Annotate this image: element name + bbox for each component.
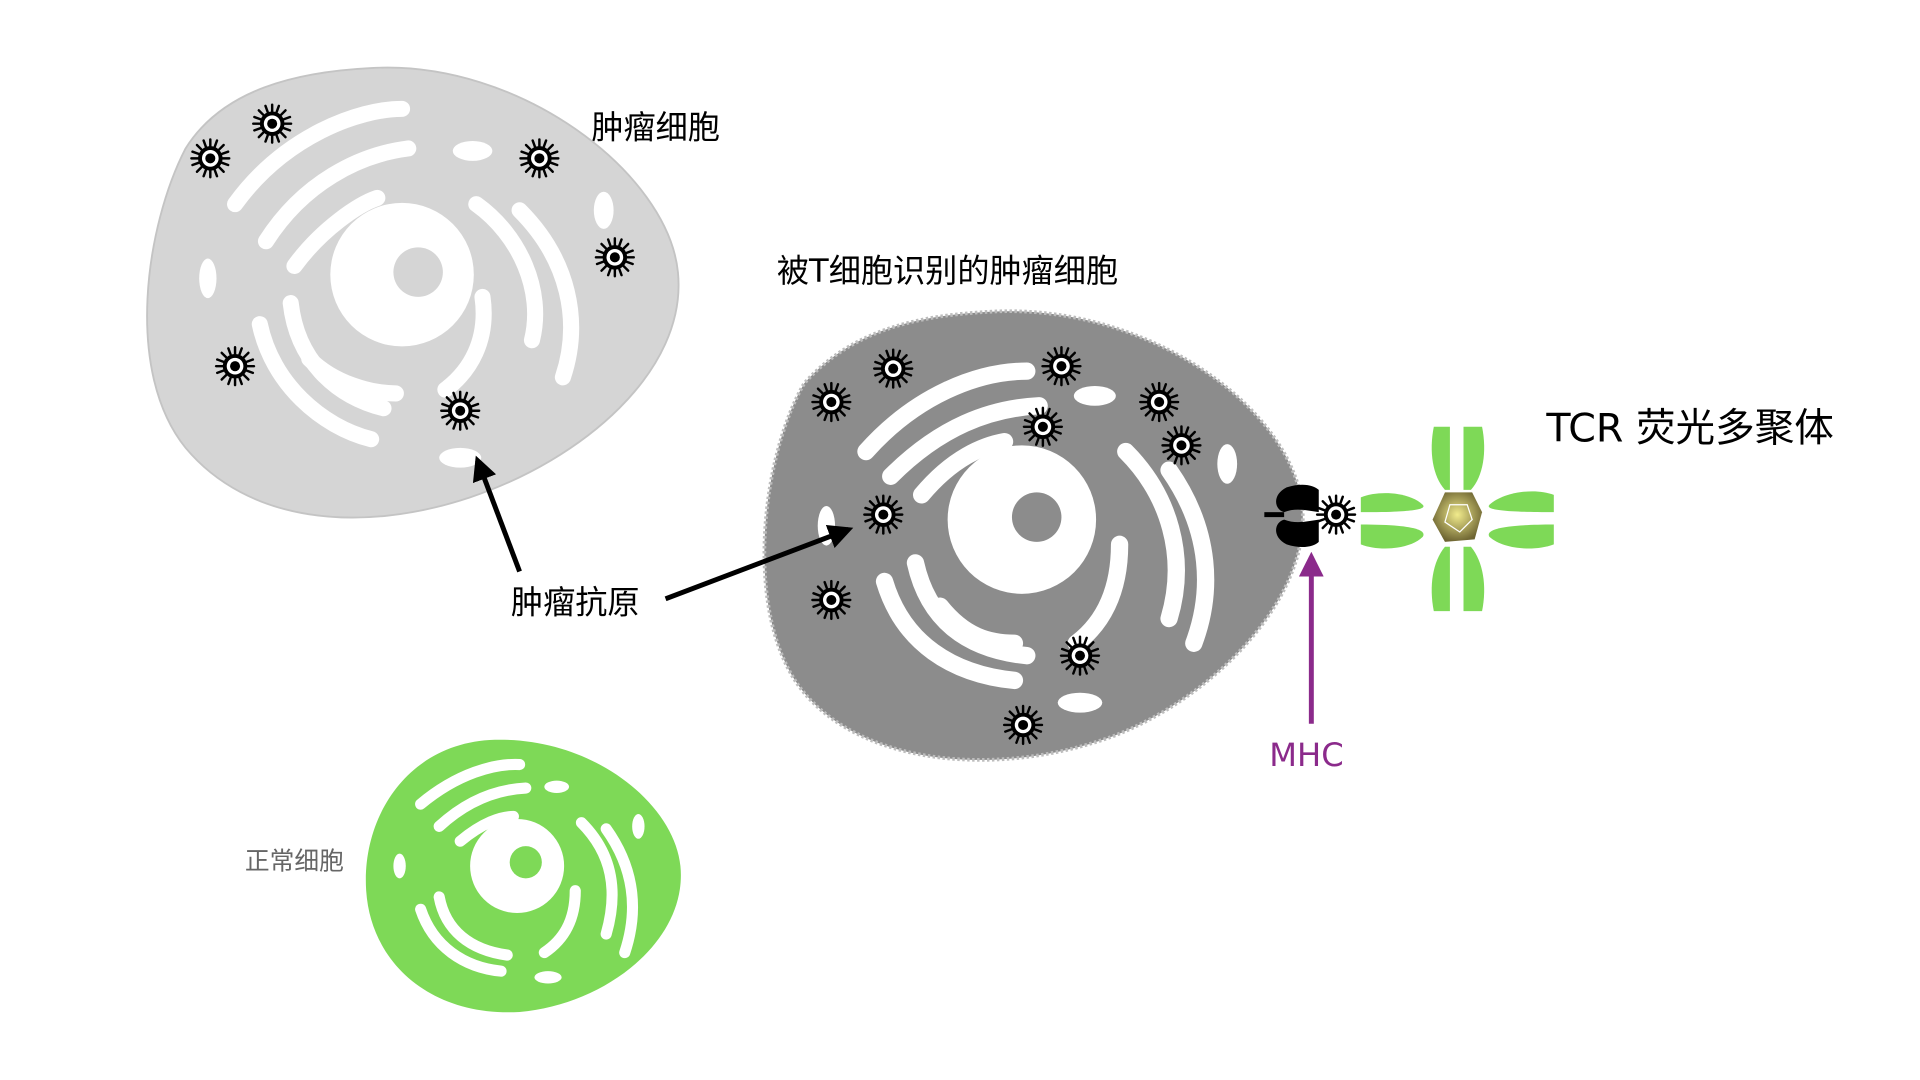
antigen-icon (1002, 704, 1044, 746)
normal-cell-organelles (415, 758, 638, 977)
recognized-cell-organelles (857, 362, 1215, 690)
antigen-icon (440, 390, 481, 431)
antigen-icon (214, 346, 256, 387)
tcr-multimer-label: TCR 荧光多聚体 (1545, 406, 1833, 452)
antigen-icon (1139, 381, 1180, 423)
antigen-icon (1059, 635, 1101, 676)
tcr-arm-left (1360, 493, 1424, 549)
mhc-molecule (1264, 484, 1319, 548)
tcr-arm-right (1488, 491, 1554, 549)
antigen-icon (863, 494, 904, 535)
antigen-icon (811, 579, 852, 621)
tcr-multimer (1360, 426, 1554, 612)
normal-cell (365, 739, 681, 1013)
antigen-icon (594, 237, 635, 278)
tumor-cell (146, 66, 680, 519)
tumor-antigen-label: 肿瘤抗原 (511, 584, 640, 622)
tcr-arm-top (1431, 426, 1485, 490)
tumor-cell-organelles (227, 100, 580, 448)
antigen-icon (873, 348, 914, 389)
arrow-to-tumor-antigen (472, 455, 522, 573)
recognized-cell-label: 被T细胞识别的肿瘤细胞 (777, 252, 1118, 290)
antigen-icon (190, 138, 231, 179)
mhc-label: MHC (1269, 736, 1343, 774)
fluorophore-core-icon (1432, 492, 1483, 542)
antigen-icon (1161, 425, 1202, 466)
antigen-icon (811, 381, 852, 423)
tcr-arm-bottom (1431, 546, 1485, 612)
antigen-icon (1041, 346, 1082, 387)
arrow-to-recognized-antigen (664, 524, 854, 602)
antigen-icon (252, 103, 293, 144)
antigen-icon (1022, 406, 1064, 447)
recognized-tumor-cell (762, 309, 1305, 762)
presented-antigen-icon (1315, 494, 1357, 535)
antigen-icon (519, 138, 560, 179)
tumor-cell-label: 肿瘤细胞 (591, 109, 720, 147)
normal-cell-label: 正常细胞 (245, 847, 344, 876)
